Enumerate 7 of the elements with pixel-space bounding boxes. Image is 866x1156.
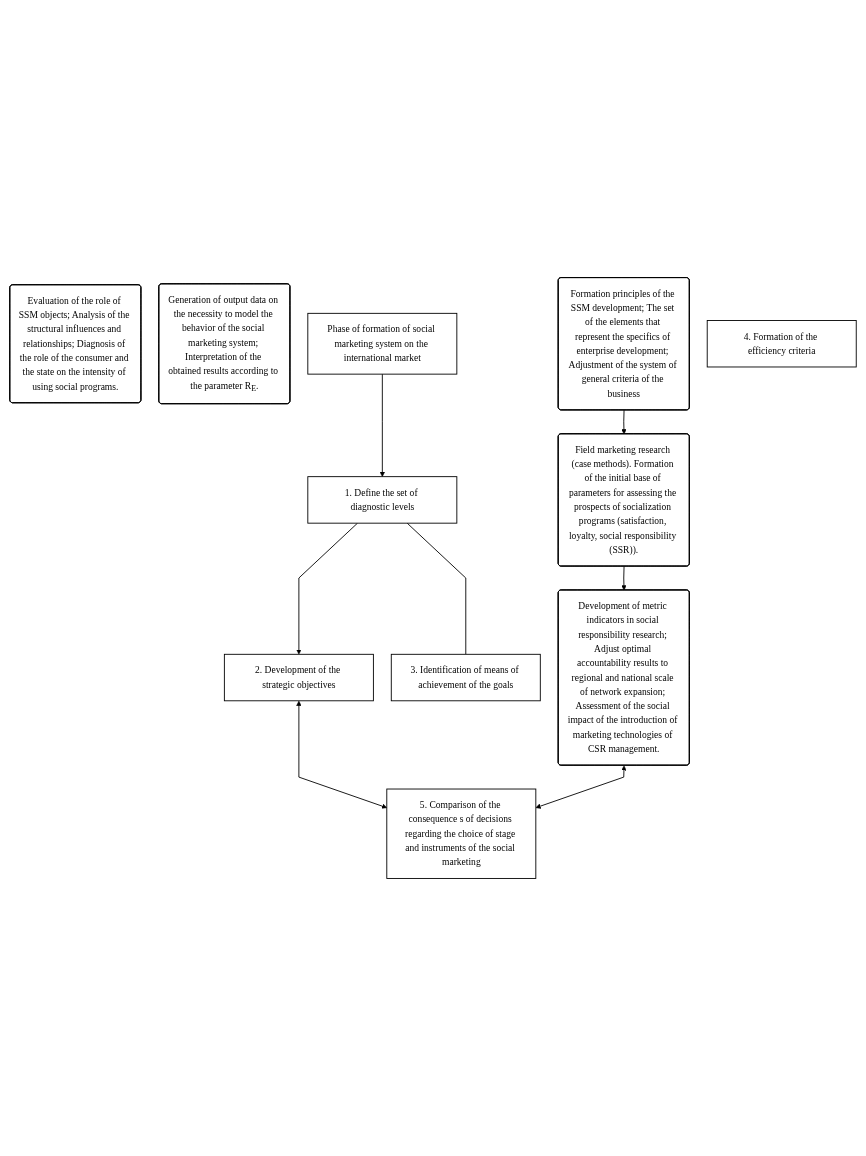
node-box: 3. Identification of means of achievement of the goals — [390, 653, 541, 702]
node-box: 1. Define the set of diagnostic levels — [307, 476, 458, 524]
node-box: 4. Formation of the efficiency criteria — [706, 320, 857, 368]
node-box: Phase of formation of social marketing system on the international market — [307, 312, 458, 375]
node-box: 5. Comparison of the consequence s of decisions regarding the choice of stage and instruments of the social marketing — [386, 788, 537, 879]
node-box: 2. Development of the strategic objectives — [223, 653, 374, 702]
connector — [406, 522, 467, 655]
